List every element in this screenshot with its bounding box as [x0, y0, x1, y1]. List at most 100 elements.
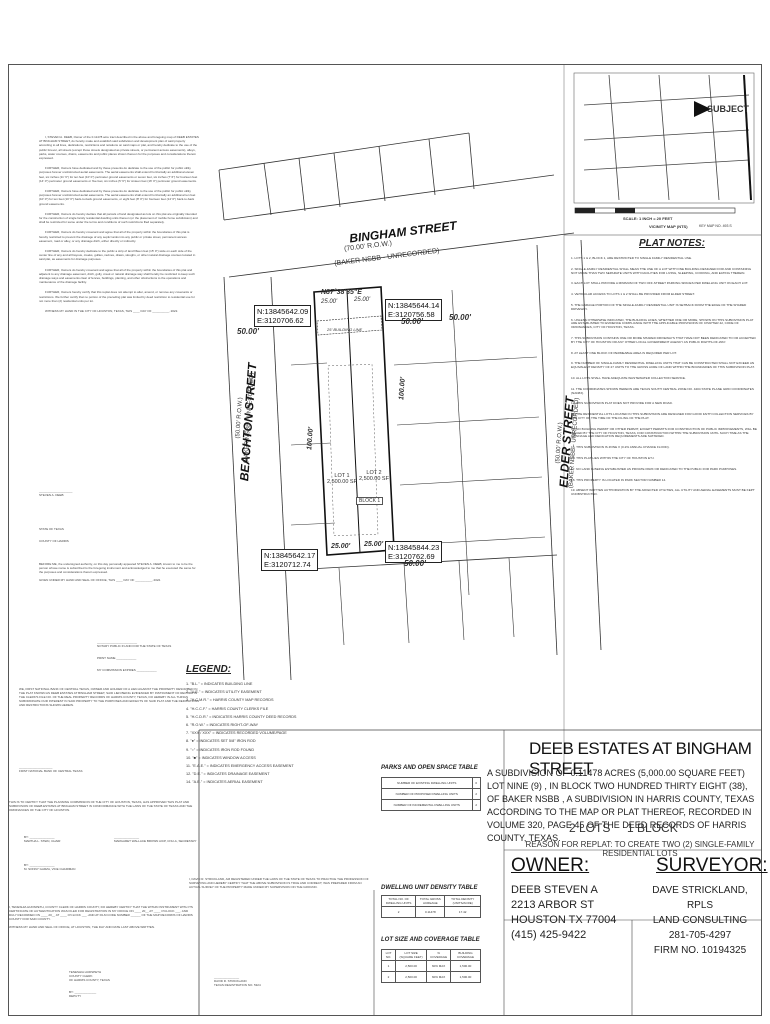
legend-heading: LEGEND: [186, 664, 231, 675]
plat-note: 7. THIS SUBDIVISION CONTAINS ONE OR MORE… [571, 335, 756, 344]
south-lot-line [403, 562, 410, 644]
plat-note: 1. LOTS 1 & 2, BLOCK 1, ARE RESTRICTED T… [571, 256, 692, 260]
notary-signature: ________________________NOTARY PUBLIC IN… [97, 640, 172, 672]
scale-bar-fill [615, 208, 635, 213]
coord-nw-n: N:13845642.09 [257, 307, 309, 316]
dim-50-south: 50.00' [404, 559, 426, 568]
parks-table-heading: PARKS AND OPEN SPACE TABLE [381, 765, 478, 771]
dedication-para-6: FURTHER, Owners do hereby dedicate to th… [39, 249, 196, 262]
surveyor-company: LAND CONSULTING [652, 915, 748, 926]
legend-item: 5. "H.C.D.R." = INDICATES HARRIS COUNTY … [186, 714, 297, 719]
plat-note: 13. THE RESIDENTIAL LOTS LOCATED IN THIS… [571, 412, 754, 420]
density-table-heading: DWELLING UNIT DENSITY TABLE [381, 885, 478, 891]
dim-25-sw: 25.00' [331, 543, 351, 550]
vicinity-label: VICINITY MAP (NTS) [649, 224, 688, 229]
legend-item: 3. "H.C.M.R." = HARRIS COUNTY MAP RECORD… [186, 698, 274, 703]
south-lot-line [458, 560, 465, 641]
legend-item: 4. "H.C.C.F." = HARRIS COUNTY CLERKS FIL… [186, 706, 269, 711]
adj-lot-line [393, 356, 538, 366]
lot1-name: LOT 1 [334, 473, 350, 479]
surveyor-name: DAVE STRICKLAND, RPLS [652, 885, 748, 911]
adj-lot-line [399, 476, 543, 486]
legend-item: 1. "B.L." = INDICATES BUILDING LINE [186, 682, 253, 686]
coord-ne-n: N:13845644.14 [388, 301, 440, 310]
plat-note: 8. AT LEAST ONE BLOCK OF PERMEABLE AREA … [571, 350, 677, 355]
lot1-area: 2,500.00 SF [327, 479, 357, 485]
table-cell: 17.42 [444, 906, 481, 918]
elder-east-row [580, 239, 602, 651]
plat-note: 6. UNLESS OTHERWISE INDICATED, THE BUILD… [571, 317, 754, 330]
lienholder-text: WE, FIRST NATIONAL BANK OF CENTRAL TEXAS… [19, 687, 199, 707]
adj-lot-line [290, 362, 328, 366]
plat-note: 17. NO LAND IS BEING ESTABLISHED AS PRIV… [571, 466, 738, 471]
table-cell: TOTAL NO. OF DWELLING UNITS [380, 895, 417, 907]
legend-item: 8. "●" = INDICATES SET 5/8" IRON ROD [186, 739, 256, 744]
plat-note: 15. THIS SUBDIVISION IS ZONE X (0.2% ANN… [571, 445, 670, 450]
plat-sheet: I, STEVEN A. DEEB, Owner of the 0.11478 … [8, 64, 768, 1016]
table-cell: 1 [380, 960, 397, 972]
plat-note: 4. VEHICULAR ACCESS TO LOTS 1 & 2 SHALL … [571, 292, 695, 297]
dedication-para-3: FURTHER, Owners have dedicated and by th… [39, 189, 196, 206]
adj-lot-line [396, 416, 540, 426]
top-lot-line [218, 132, 470, 171]
lot-split-line [346, 289, 361, 554]
bank-banner: ____________________FIRST NATIONAL BANK … [19, 765, 83, 773]
table-cell: 1,500.00 [450, 971, 481, 983]
owner-address1: 2213 ARBOR ST [511, 899, 595, 911]
plat-note: 5. THE GARAGE PORTION OF THE SINGLE-FAMI… [571, 302, 747, 311]
table-cell: 2,500.00 [395, 971, 428, 983]
plat-note: 11. THE COORDINATES SHOWN HEREON ARE TEX… [571, 386, 754, 395]
legend-item: 11. "E.A.E." = INDICATES EMERGENCY ACCES… [186, 764, 294, 769]
table-cell: NUMBER OF PROPOSED DWELLING UNITS [381, 788, 473, 800]
owner-signature-line: ____________________STEVEN A. DEEB [39, 489, 73, 497]
legend-item: 7. "XXX / XXX" = INDICATES RECORDED VOLU… [186, 731, 287, 736]
table-cell: TOTAL DENSITY (UNITS/ACRE) [444, 895, 481, 907]
bearing-north: N87°38'35"E [321, 289, 362, 296]
dedication-para-1: I, STEVEN A. DEEB, Owner of the 0.11478 … [39, 135, 199, 161]
table-cell: 0.11478 [415, 906, 446, 918]
table-cell: 1,500.00 [450, 960, 481, 972]
table-cell: LOT NO. [380, 949, 397, 961]
surveyor-certificate: I, DAVID R. STRICKLAND, AM REGISTERED UN… [189, 877, 369, 889]
plat-note: 9. THE NUMBER OF SINGLE-FAMILY RESIDENTI… [571, 361, 755, 370]
plat-note: 12. THIS SUBDIVISION PLAT DOES NOT PROVI… [571, 401, 673, 406]
table-cell: 60% MAX [426, 971, 452, 983]
lot-divider [263, 162, 272, 216]
scale-label: SCALE: 1 INCH = 20 FEET [623, 216, 673, 221]
lot-divider [468, 132, 475, 190]
county-clerk-text: I, TENESHIA HUDSPETH, COUNTY CLERK OF HA… [9, 905, 193, 929]
bingham-north-row [223, 174, 555, 221]
vicinity-map [573, 72, 755, 204]
beachton-east-row [270, 276, 292, 681]
dedication-para-4: FURTHER, Owners do hereby declare that a… [39, 211, 198, 225]
owner-block: DEEB STEVEN A 2213 ARBOR ST HOUSTON TX 7… [511, 883, 616, 943]
dedication-para-9: WITNESS MY HAND IN THE CITY OF HOUSTON, … [45, 309, 179, 314]
table-cell: TOTAL GROSS ACREAGE [415, 895, 446, 907]
scale-bar-fill [575, 208, 595, 213]
legend-item: 12. "D.E." = INDICATES DRAINAGE EASEMENT [186, 772, 270, 777]
table-cell: 2 [380, 971, 397, 983]
dedication-text: I, STEVEN A. DEEB, Owner of the 0.11478 … [39, 135, 199, 319]
table-cell: BUILDING COVERAGE [450, 949, 481, 961]
legend-item: 6. "R.O.W." = INDICATES RIGHT-OF-WAY [186, 723, 259, 728]
lot2-area: 2,500.00 SF [359, 476, 389, 482]
plat-drawing [198, 65, 761, 1015]
building-line [316, 315, 383, 336]
owner-phone: (415) 425-9422 [511, 929, 587, 941]
table-cell: 2 [471, 799, 482, 811]
adj-lot-line [451, 289, 470, 596]
plat-title: DEEB ESTATES AT BINGHAM STREET [529, 739, 752, 778]
table-cell: NUMBER OF INCREMENTAL DWELLING UNITS [381, 799, 473, 811]
south-lot-line [508, 557, 515, 638]
table-cell: 2,500.00 [395, 960, 428, 972]
